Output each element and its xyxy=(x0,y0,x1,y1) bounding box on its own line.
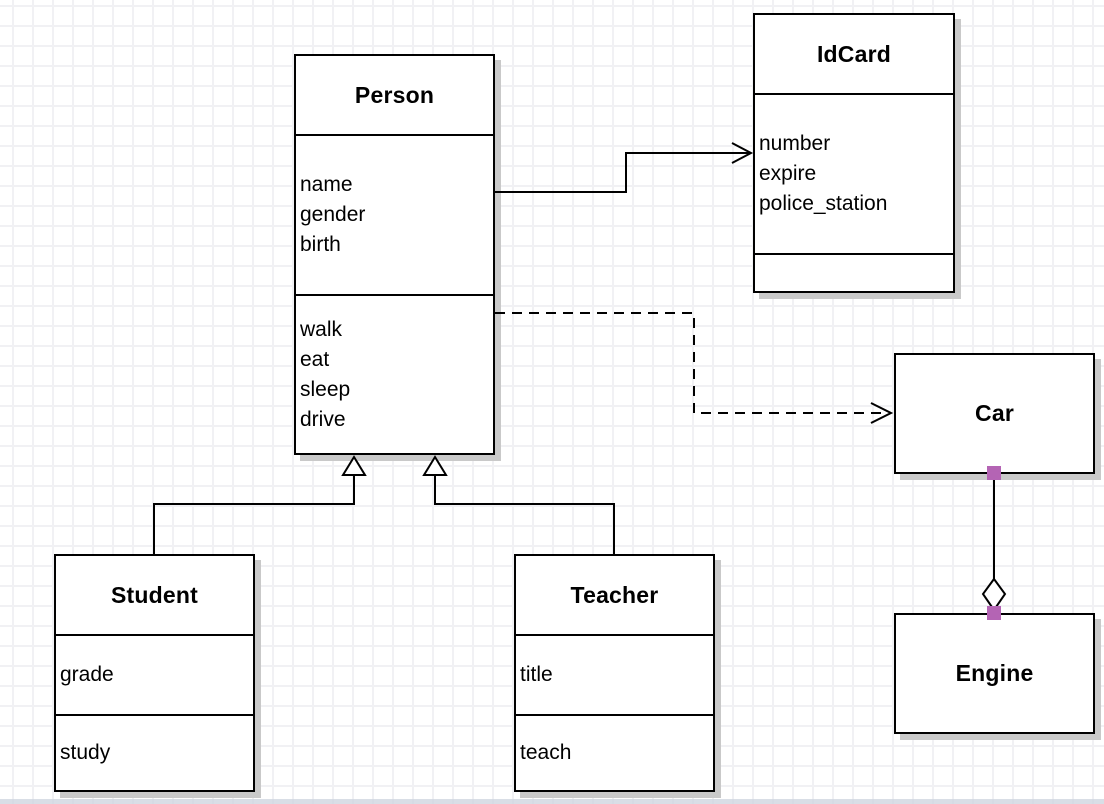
canvas-bottom-edge xyxy=(0,799,1104,804)
edge-endpoint-handle[interactable] xyxy=(987,606,1001,620)
method: walk xyxy=(300,317,343,341)
edge-aggregation-car-engine[interactable] xyxy=(981,466,1007,620)
class-title: Engine xyxy=(955,660,1034,686)
method: eat xyxy=(300,347,330,371)
edge-endpoint-handle[interactable] xyxy=(987,466,1001,480)
association-line[interactable] xyxy=(495,152,750,193)
attributes-compartment: grade xyxy=(56,634,253,714)
class-title: IdCard xyxy=(816,40,892,67)
class-title: Person xyxy=(354,81,435,108)
class-title: Car xyxy=(975,400,1014,426)
edge-association-person-idcard[interactable] xyxy=(495,142,754,193)
attributes-compartment: title xyxy=(516,634,713,714)
open-arrowhead-icon xyxy=(870,402,894,424)
method: teach xyxy=(520,741,572,764)
edge-generalization-teacher-person[interactable] xyxy=(422,455,615,554)
attribute: number xyxy=(759,132,831,155)
open-arrowhead-icon xyxy=(731,142,754,164)
edge-dependency-person-car[interactable] xyxy=(495,312,894,424)
class-box-student[interactable]: Student grade study xyxy=(54,554,255,792)
class-box-person[interactable]: Person name gender birth walk eat sleep … xyxy=(294,54,495,455)
edge-generalization-student-person[interactable] xyxy=(153,455,367,554)
attribute: expire xyxy=(759,162,817,185)
method: study xyxy=(60,741,111,764)
methods-compartment: study xyxy=(56,714,253,790)
class-title: Student xyxy=(111,581,198,608)
class-box-car[interactable]: Car xyxy=(894,353,1095,474)
class-box-idcard[interactable]: IdCard number expire police_station xyxy=(753,13,955,293)
methods-compartment: teach xyxy=(516,714,713,790)
dependency-line[interactable] xyxy=(495,312,888,414)
class-box-teacher[interactable]: Teacher title teach xyxy=(514,554,715,792)
attribute: title xyxy=(520,663,553,686)
methods-compartment: walk eat sleep drive xyxy=(296,294,493,453)
method: sleep xyxy=(300,377,351,401)
attribute: name xyxy=(300,173,353,196)
attribute: gender xyxy=(300,203,366,226)
attributes-compartment: number expire police_station xyxy=(755,93,953,253)
attribute: birth xyxy=(300,233,341,256)
attributes-compartment: name gender birth xyxy=(296,134,493,294)
methods-compartment-empty xyxy=(755,253,953,291)
method: drive xyxy=(300,407,346,431)
generalization-line[interactable] xyxy=(153,475,355,554)
attribute: grade xyxy=(60,663,114,686)
class-title: Teacher xyxy=(570,581,659,608)
hollow-triangle-arrowhead-icon xyxy=(422,455,448,476)
attribute: police_station xyxy=(759,192,888,215)
aggregation-diamond-icon xyxy=(981,577,1007,612)
generalization-line[interactable] xyxy=(434,475,615,554)
hollow-triangle-arrowhead-icon xyxy=(341,455,367,476)
class-box-engine[interactable]: Engine xyxy=(894,613,1095,734)
